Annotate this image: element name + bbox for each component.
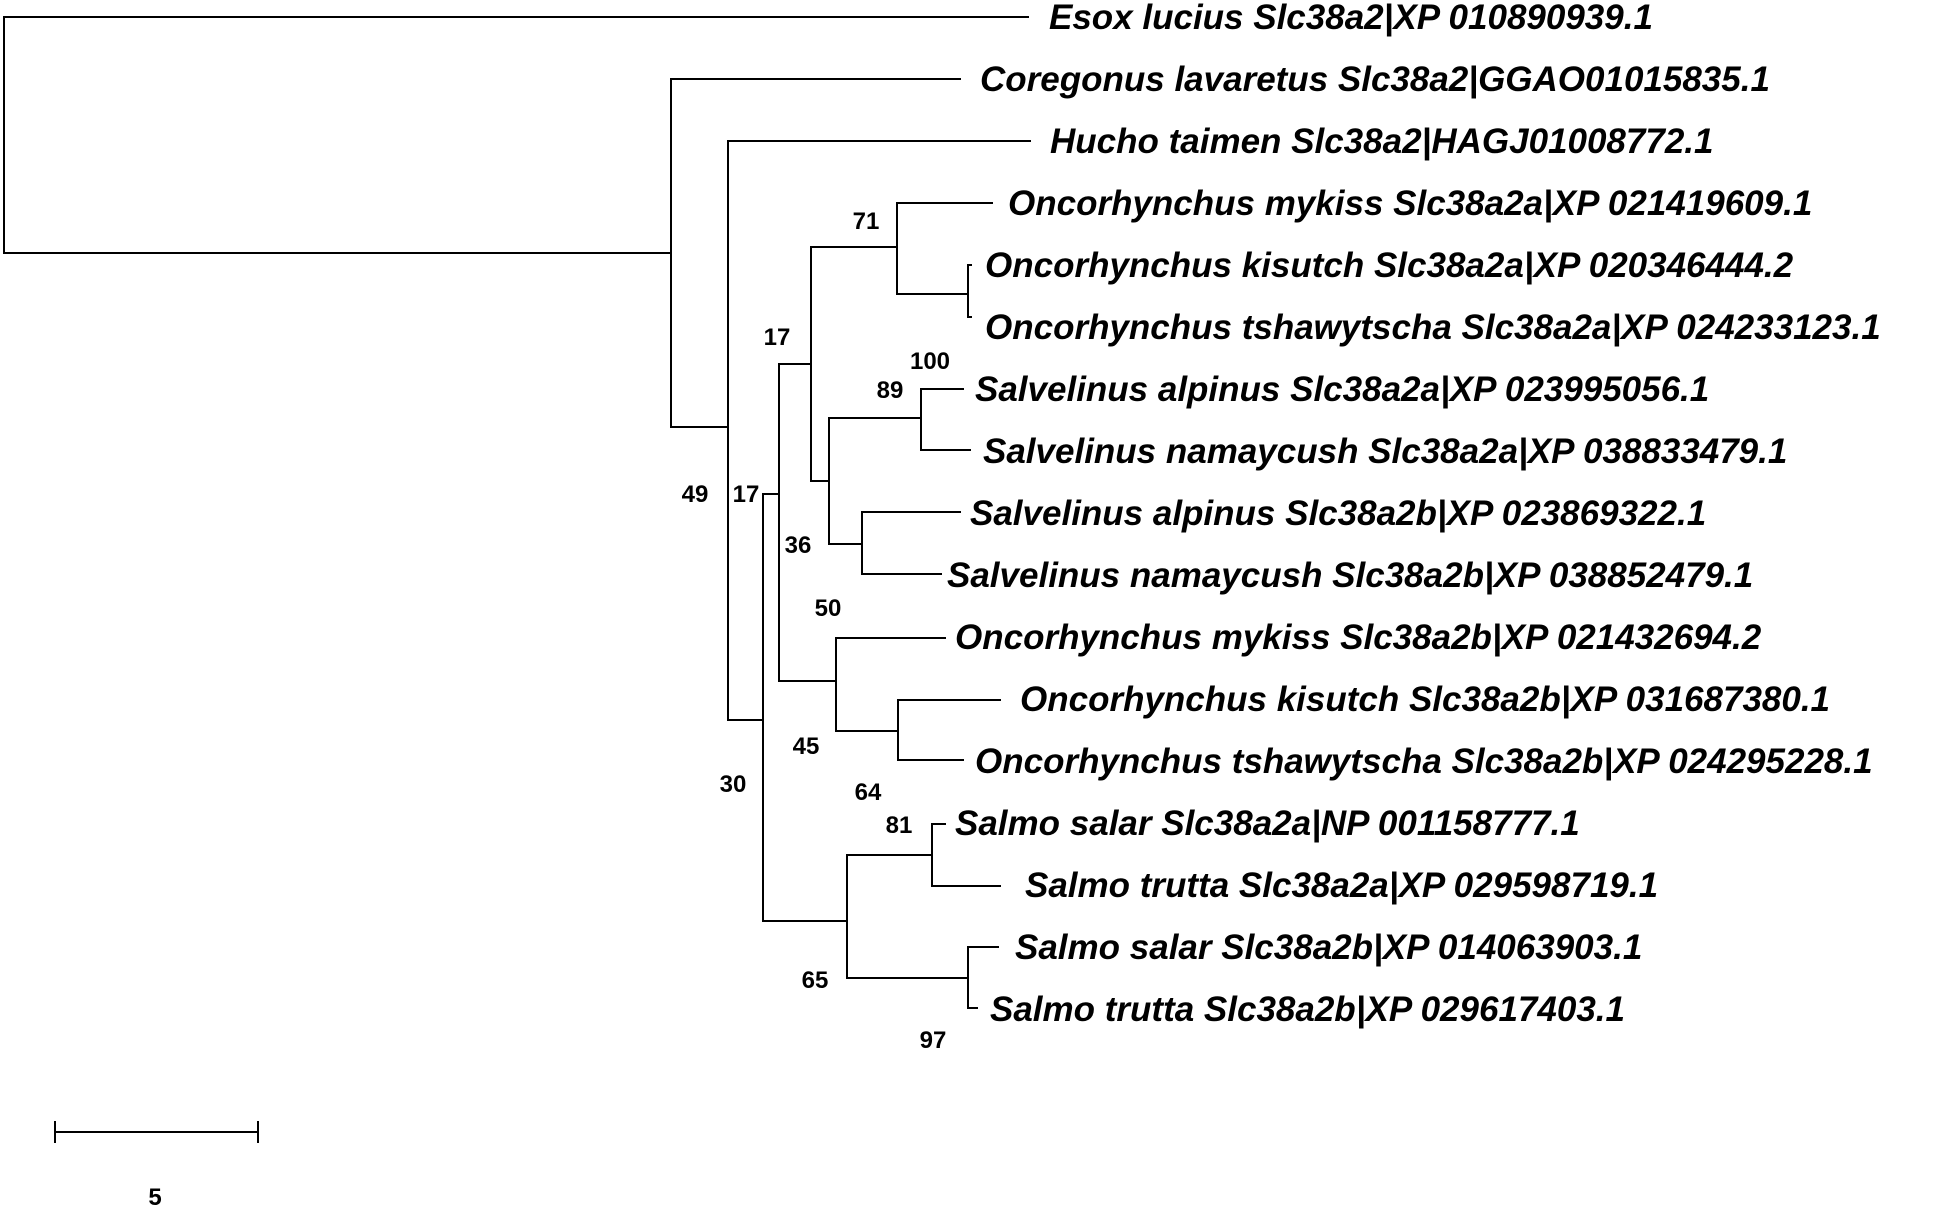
- bootstrap-value: 36: [785, 532, 812, 559]
- bootstrap-value: 100: [910, 348, 950, 375]
- bootstrap-value: 71: [853, 208, 880, 235]
- leaf-label: Oncorhynchus kisutch Slc38a2b|XP 0316873…: [1020, 680, 1830, 719]
- bootstrap-value: 89: [877, 377, 904, 404]
- bootstrap-value: 17: [733, 481, 760, 508]
- scale-bar: 5: [54, 1121, 259, 1210]
- bootstrap-value: 50: [815, 595, 842, 622]
- leaf-label: Salmo trutta Slc38a2a|XP 029598719.1: [1025, 866, 1658, 905]
- leaf-label: Oncorhynchus tshawytscha Slc38a2b|XP 024…: [975, 742, 1873, 781]
- bootstrap-values: 49 30 17 17 71 100 36 89 50 45 64 81 65 …: [682, 208, 950, 1054]
- leaf-label: Oncorhynchus kisutch Slc38a2a|XP 0203464…: [985, 246, 1794, 285]
- leaf-label: Hucho taimen Slc38a2|HAGJ01008772.1: [1050, 122, 1713, 161]
- bootstrap-value: 45: [793, 733, 820, 760]
- bootstrap-value: 65: [802, 967, 829, 994]
- leaf-label: Salmo trutta Slc38a2b|XP 029617403.1: [990, 990, 1625, 1029]
- bootstrap-value: 64: [855, 779, 882, 806]
- bootstrap-value: 81: [886, 812, 913, 839]
- leaf-label: Salvelinus alpinus Slc38a2a|XP 023995056…: [975, 370, 1709, 409]
- leaf-label: Coregonus lavaretus Slc38a2|GGAO01015835…: [980, 60, 1770, 99]
- bootstrap-value: 17: [764, 324, 791, 351]
- leaf-label: Oncorhynchus mykiss Slc38a2b|XP 02143269…: [955, 618, 1762, 657]
- bootstrap-value: 97: [920, 1027, 947, 1054]
- leaf-labels: Esox lucius Slc38a2|XP 010890939.1 Coreg…: [947, 0, 1881, 1029]
- leaf-label: Oncorhynchus mykiss Slc38a2a|XP 02141960…: [1008, 184, 1812, 223]
- leaf-label: Salmo salar Slc38a2a|NP 001158777.1: [955, 804, 1580, 843]
- leaf-label: Salvelinus namaycush Slc38a2a|XP 0388334…: [983, 432, 1787, 471]
- leaf-label: Salvelinus namaycush Slc38a2b|XP 0388524…: [947, 556, 1753, 595]
- scale-bar-label: 5: [148, 1184, 161, 1210]
- bootstrap-value: 30: [720, 771, 747, 798]
- bootstrap-value: 49: [682, 481, 709, 508]
- leaf-label: Salmo salar Slc38a2b|XP 014063903.1: [1015, 928, 1642, 967]
- leaf-label: Oncorhynchus tshawytscha Slc38a2a|XP 024…: [985, 308, 1881, 347]
- leaf-label: Esox lucius Slc38a2|XP 010890939.1: [1049, 0, 1653, 37]
- tree-branches: [3, 16, 1031, 1009]
- leaf-label: Salvelinus alpinus Slc38a2b|XP 023869322…: [970, 494, 1706, 533]
